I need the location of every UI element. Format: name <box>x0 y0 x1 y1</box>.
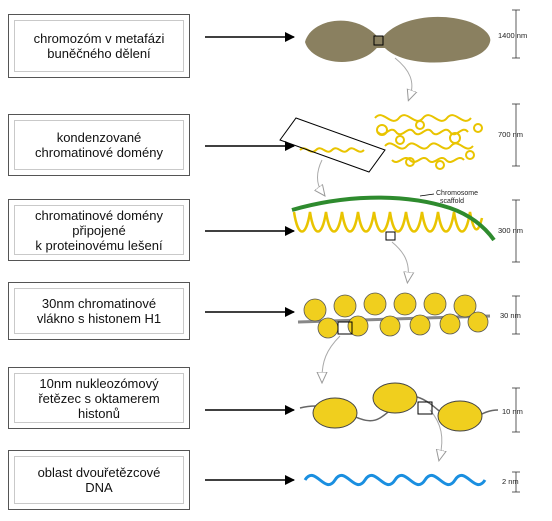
label-box-nucleosome-chain: 10nm nukleozómový řetězec s oktamerem hi… <box>8 367 190 429</box>
scale-bar-3 <box>512 199 520 263</box>
transition-arrow-3 <box>391 241 408 278</box>
label-box-domains-scaffold: chromatinové domény připojené k proteino… <box>8 199 190 261</box>
chromosome-illustration <box>305 16 491 63</box>
scaffold-label: Chromosome <box>436 190 478 197</box>
scaffold-line <box>291 195 496 242</box>
fiber-30nm-illustration <box>297 292 491 339</box>
nucleosome-chain-illustration <box>299 382 499 432</box>
label-chromosome: chromozóm v metafázi buněčného dělení <box>14 20 184 72</box>
label-condensed-domains: kondenzované chromatinové domény <box>14 120 184 170</box>
transition-arrow-2 <box>318 159 323 192</box>
scale-bar-2 <box>512 103 520 167</box>
transition-arrow-4 <box>322 335 341 378</box>
scale-label-5: 10 nm <box>502 407 523 416</box>
scale-bar-1 <box>512 9 520 59</box>
label-box-30nm-fiber: 30nm chromatinové vlákno s histonem H1 <box>8 282 190 340</box>
scale-label-1: 1400 nm <box>498 31 527 40</box>
label-dna: oblast dvouřetězcové DNA <box>14 456 184 504</box>
label-domains-scaffold: chromatinové domény připojené k proteino… <box>14 205 184 255</box>
transition-arrow-1 <box>394 57 412 96</box>
condensed-domains-illustration <box>299 114 483 170</box>
scale-label-3: 300 nm <box>498 226 523 235</box>
label-box-chromosome: chromozóm v metafázi buněčného dělení <box>8 14 190 78</box>
transition-arrow-5 <box>429 409 442 456</box>
scale-bar-4 <box>512 295 520 335</box>
dna-helix <box>303 473 487 487</box>
label-box-condensed-domains: kondenzované chromatinové domény <box>8 114 190 176</box>
scaffold-label-2: scaffold <box>440 198 464 205</box>
label-nucleosome-chain: 10nm nukleozómový řetězec s oktamerem hi… <box>14 373 184 423</box>
label-30nm-fiber: 30nm chromatinové vlákno s histonem H1 <box>14 288 184 334</box>
scaffold-illustration: Chromosome scaffold <box>291 190 496 242</box>
zoom-frame <box>279 117 386 173</box>
scale-label-2: 700 nm <box>498 130 523 139</box>
label-box-dna: oblast dvouřetězcové DNA <box>8 450 190 510</box>
scale-label-4: 30 nm <box>500 311 521 320</box>
scale-bar-6 <box>512 471 520 493</box>
scale-label-6: 2 nm <box>502 477 519 486</box>
scale-bar-5 <box>512 387 520 433</box>
